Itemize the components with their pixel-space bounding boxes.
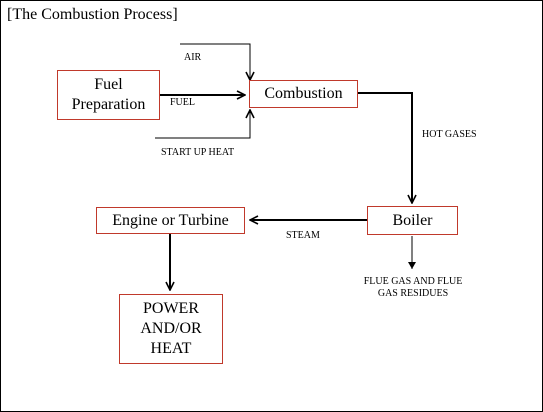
- node-combustion-label: Combustion: [264, 85, 343, 102]
- label-steam: STEAM: [286, 230, 320, 241]
- label-start-up-heat: START UP HEAT: [161, 147, 235, 158]
- node-fuel-preparation-label: Fuel Preparation: [71, 76, 146, 113]
- diagram-title: [The Combustion Process]: [7, 6, 178, 23]
- label-fuel: FUEL: [170, 97, 195, 108]
- node-fuel-preparation: Fuel Preparation: [57, 70, 160, 120]
- label-air: AIR: [184, 52, 202, 63]
- node-engine-or-turbine-label: Engine or Turbine: [112, 211, 229, 229]
- hot-gases-connector: [358, 92, 412, 203]
- start-up-heat-connector: [155, 110, 250, 139]
- label-hot-gases: HOT GASES: [422, 129, 477, 140]
- label-flue-gas: FLUE GAS AND FLUE GAS RESIDUES: [363, 276, 463, 299]
- node-power-and-or-heat: POWER AND/OR HEAT: [119, 294, 223, 364]
- node-boiler-label: Boiler: [392, 211, 433, 229]
- node-power-and-or-heat-label: POWER AND/OR HEAT: [140, 300, 202, 357]
- node-combustion: Combustion: [249, 80, 358, 108]
- node-engine-or-turbine: Engine or Turbine: [96, 207, 245, 234]
- node-boiler: Boiler: [367, 206, 458, 235]
- air-connector: [180, 43, 250, 80]
